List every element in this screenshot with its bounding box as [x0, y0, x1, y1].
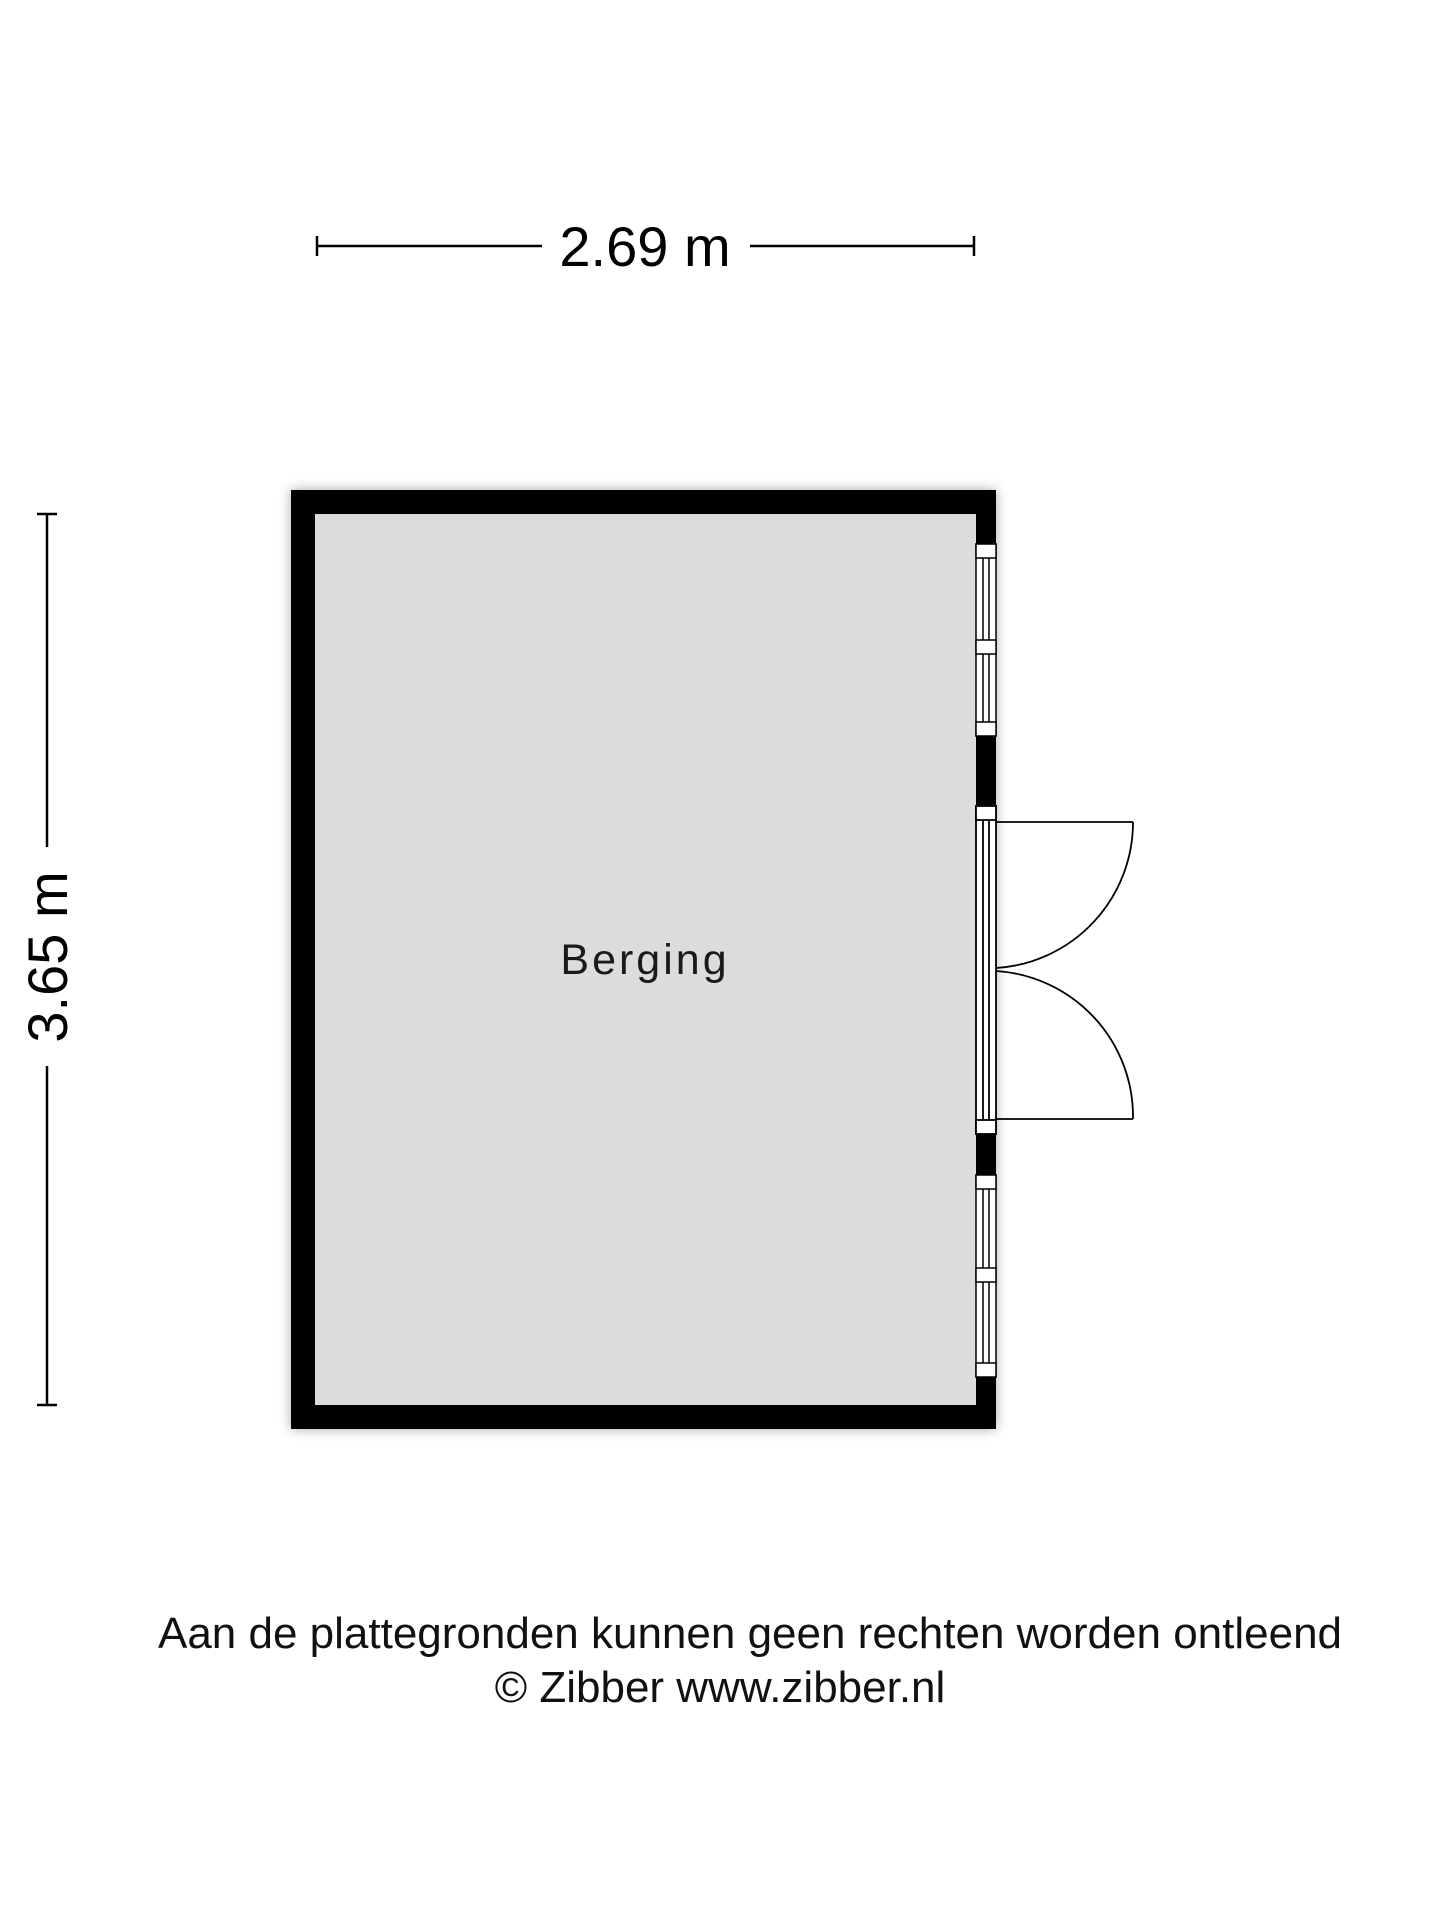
- double-door: [975, 805, 1134, 1135]
- room-berging: [291, 490, 996, 1429]
- upper-window: [975, 543, 997, 737]
- room-label: Berging: [560, 936, 729, 984]
- wall-pier-lower: [976, 1134, 996, 1175]
- height-dimension: 3.65 m: [16, 512, 79, 1407]
- width-dimension-label: 2.69 m: [559, 215, 730, 278]
- width-dimension: 2.69 m: [315, 215, 976, 278]
- height-dimension-label: 3.65 m: [16, 871, 79, 1042]
- lower-window: [975, 1174, 997, 1378]
- copyright-text: © Zibber www.zibber.nl: [494, 1663, 946, 1712]
- wall-pier-upper: [976, 752, 996, 806]
- disclaimer-text: Aan de plattegronden kunnen geen rechten…: [157, 1609, 1343, 1658]
